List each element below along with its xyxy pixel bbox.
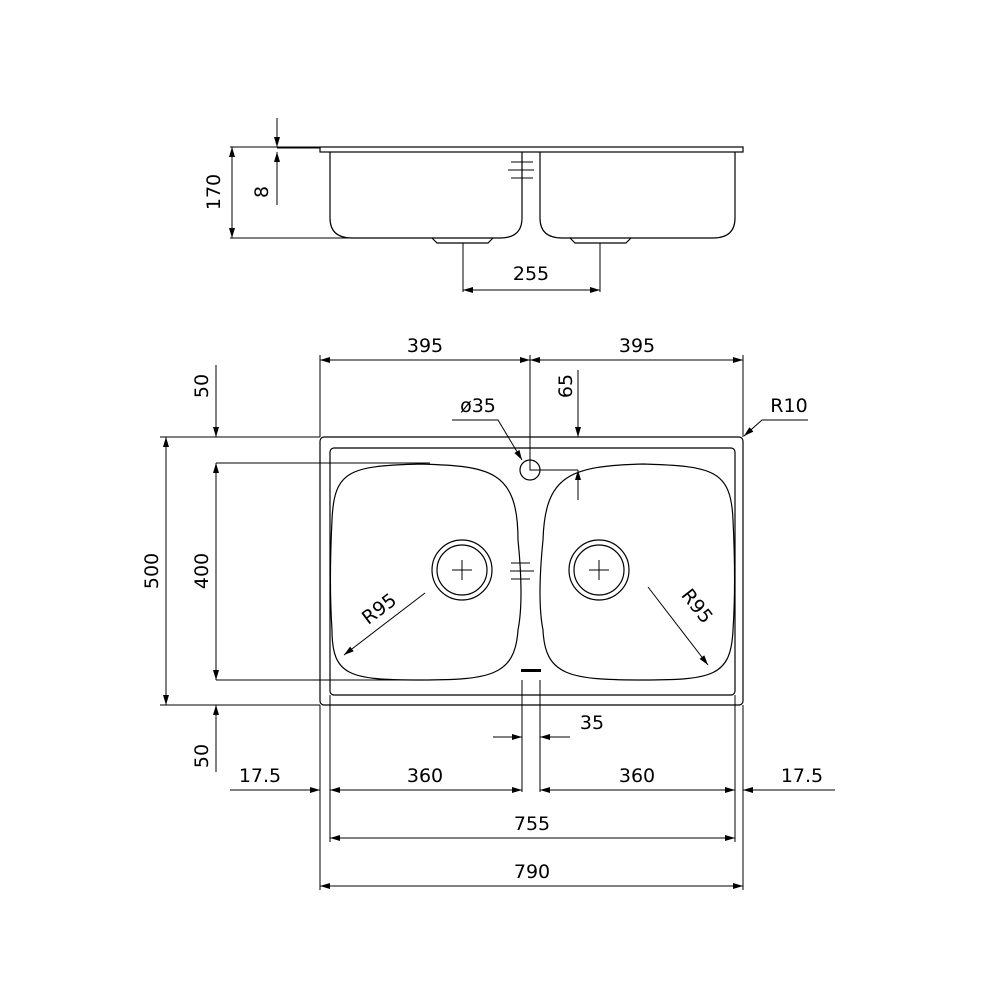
dim-500-label: 500 <box>141 553 163 589</box>
outer-outline <box>319 436 744 706</box>
radius-right-leader <box>647 586 709 666</box>
right-bowl <box>539 463 736 681</box>
dim-790-label: 790 <box>514 861 550 883</box>
corner-radius-label: R10 <box>770 395 807 417</box>
left-drain-inner <box>436 544 488 596</box>
extension-lines-255 <box>462 243 601 292</box>
dim-17-5-right-label: 17.5 <box>781 765 823 787</box>
radius-left-label: R95 <box>358 589 401 629</box>
divider-mark <box>510 562 534 580</box>
corner-radius-leader <box>743 419 808 437</box>
dim-65-label: 65 <box>555 374 577 398</box>
dim-35-label: 35 <box>580 712 604 734</box>
top-view: 395 395 65 ø35 R10 500 400 50 50 R95 R95… <box>141 335 835 890</box>
dim-395-left-label: 395 <box>407 335 443 357</box>
side-flange <box>319 146 744 153</box>
radius-left-leader <box>343 592 426 656</box>
extension-lines <box>160 355 744 890</box>
dim-50-top-label: 50 <box>191 374 213 398</box>
dim-400-label: 400 <box>191 553 213 589</box>
dim-170-label: 170 <box>203 174 225 210</box>
tap-hole-label: ø35 <box>460 395 496 417</box>
dim-755-label: 755 <box>514 813 550 835</box>
tap-hole-leader <box>452 419 523 461</box>
side-left-bowl <box>329 152 523 239</box>
left-drain-outer <box>431 539 493 601</box>
dim-360-left-label: 360 <box>407 765 443 787</box>
dim-360-right-label: 360 <box>619 765 655 787</box>
brand-logo <box>521 669 541 672</box>
right-drain-inner <box>573 544 625 596</box>
radius-right-label: R95 <box>677 585 717 628</box>
drain-outlets <box>431 237 632 244</box>
left-drain-center <box>452 560 472 580</box>
dim-255-label: 255 <box>513 263 549 285</box>
dim-395-right-label: 395 <box>619 335 655 357</box>
extension-lines <box>230 146 350 239</box>
dim-50-bottom-label: 50 <box>191 744 213 768</box>
right-drain-outer <box>568 539 630 601</box>
divider-mark <box>508 152 534 180</box>
dim-17-5-left-label: 17.5 <box>239 765 281 787</box>
right-drain-center <box>589 560 609 580</box>
side-right-bowl <box>539 152 736 239</box>
side-view: 170 8 255 <box>203 118 744 293</box>
dim-8-label: 8 <box>251 186 273 198</box>
